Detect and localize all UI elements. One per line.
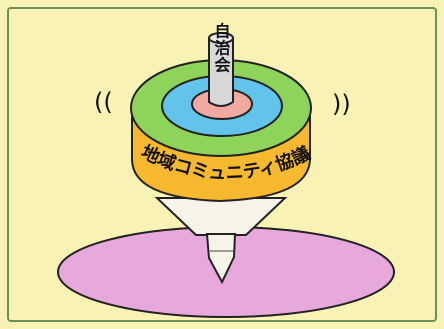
top-shaft — [208, 37, 234, 107]
motion-marks-right: )) — [332, 90, 351, 118]
shaft-cap — [208, 32, 234, 44]
motion-marks-left: (( — [94, 88, 113, 116]
border-frame — [7, 7, 437, 322]
top-tip — [205, 233, 237, 285]
axis-label: 自治会 — [212, 22, 231, 74]
